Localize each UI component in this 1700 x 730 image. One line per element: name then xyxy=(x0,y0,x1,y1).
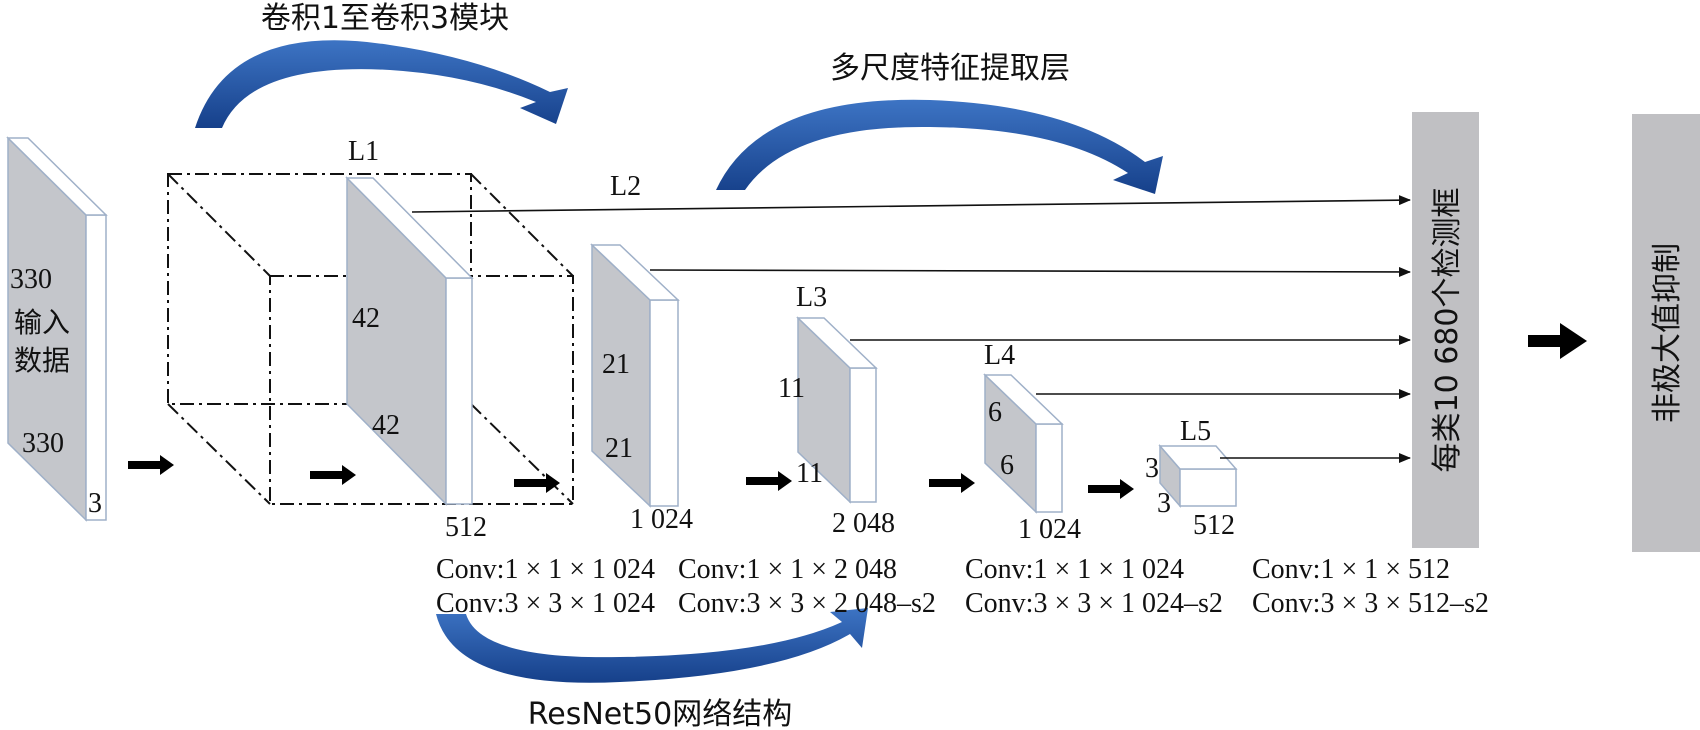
l4-size-bottom: 6 xyxy=(1000,450,1014,481)
l3-size-bottom: 11 xyxy=(796,458,823,489)
feature-map-l5 xyxy=(1158,443,1238,509)
l5-label: L5 xyxy=(1180,416,1211,447)
arrow-l3-to-l4 xyxy=(929,473,975,493)
arrow-to-nms xyxy=(1528,323,1587,359)
l4-size-top: 6 xyxy=(988,397,1002,428)
line-l1-to-detector xyxy=(411,195,1411,213)
feature-map-l2 xyxy=(590,243,680,508)
l2-size-bottom: 21 xyxy=(605,433,633,464)
input-size-bottom: 330 xyxy=(22,428,64,459)
nms-box: 非极大值抑制 xyxy=(1632,114,1700,552)
conv-label-3-line2: Conv:3 × 3 × 1 024–s2 xyxy=(965,588,1223,619)
l5-size-bottom: 3 xyxy=(1157,488,1171,519)
conv-label-2-line2: Conv:3 × 3 × 2 048–s2 xyxy=(678,588,936,619)
input-data-block xyxy=(6,136,108,522)
l2-size-top: 21 xyxy=(602,349,630,380)
line-l2-to-detector xyxy=(649,266,1411,277)
feature-map-l1 xyxy=(345,176,474,506)
conv-label-3-line1: Conv:1 × 1 × 1 024 xyxy=(965,554,1184,585)
l3-label: L3 xyxy=(796,282,827,313)
caption-resnet50: ResNet50网络结构 xyxy=(528,697,792,730)
l1-size-bottom: 42 xyxy=(372,410,400,441)
l3-size-top: 11 xyxy=(778,373,805,404)
caption-conv1-conv3: 卷积1至卷积3模块 xyxy=(261,1,509,36)
conv-label-1-line1: Conv:1 × 1 × 1 024 xyxy=(436,554,655,585)
curved-arrow-top-right xyxy=(716,99,1163,194)
l2-channels: 1 024 xyxy=(630,504,693,535)
input-channels: 3 xyxy=(88,488,102,519)
arrow-l1-to-l2 xyxy=(514,473,560,493)
arrow-inside-cube xyxy=(310,465,356,485)
arrow-l4-to-l5 xyxy=(1088,479,1134,499)
conv-label-2-line1: Conv:1 × 1 × 2 048 xyxy=(678,554,897,585)
curved-arrow-top-left xyxy=(195,40,568,128)
l4-channels: 1 024 xyxy=(1018,514,1081,545)
stage-arrows xyxy=(128,323,1587,499)
nms-box-label: 非极大值抑制 xyxy=(1650,243,1685,423)
feature-map-l3 xyxy=(796,316,878,504)
l2-label: L2 xyxy=(610,171,641,202)
l4-label: L4 xyxy=(984,340,1015,371)
l3-channels: 2 048 xyxy=(832,508,895,539)
arrow-input-to-cube xyxy=(128,455,174,475)
caption-multiscale: 多尺度特征提取层 xyxy=(830,51,1070,86)
input-name-line2: 数据 xyxy=(14,344,70,377)
l1-channels: 512 xyxy=(445,512,487,543)
arrow-l2-to-l3 xyxy=(746,471,792,491)
conv-label-4-line1: Conv:1 × 1 × 512 xyxy=(1252,554,1450,585)
feature-lines xyxy=(411,195,1411,463)
input-name-line1: 输入 xyxy=(14,306,70,339)
conv-label-4-line2: Conv:3 × 3 × 512–s2 xyxy=(1252,588,1489,619)
l5-size-top: 3 xyxy=(1145,453,1159,484)
l5-channels: 512 xyxy=(1193,510,1235,541)
feature-map-l4 xyxy=(983,373,1064,514)
detection-box: 每类10 680个检测框 xyxy=(1412,112,1479,548)
curved-arrow-bottom xyxy=(436,608,868,683)
input-size-top: 330 xyxy=(10,264,52,295)
l1-size-top: 42 xyxy=(352,303,380,334)
conv-label-1-line2: Conv:3 × 3 × 1 024 xyxy=(436,588,655,619)
detection-box-label: 每类10 680个检测框 xyxy=(1430,188,1465,473)
l1-label: L1 xyxy=(348,136,379,167)
